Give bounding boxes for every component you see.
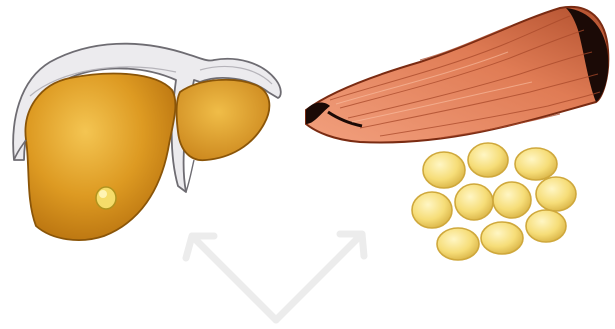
liver-icon xyxy=(13,44,281,240)
muscle-icon xyxy=(306,7,608,143)
gallbladder-icon xyxy=(96,187,116,209)
double-arrow-icon xyxy=(186,234,364,320)
fat-cells-icon xyxy=(412,143,576,260)
